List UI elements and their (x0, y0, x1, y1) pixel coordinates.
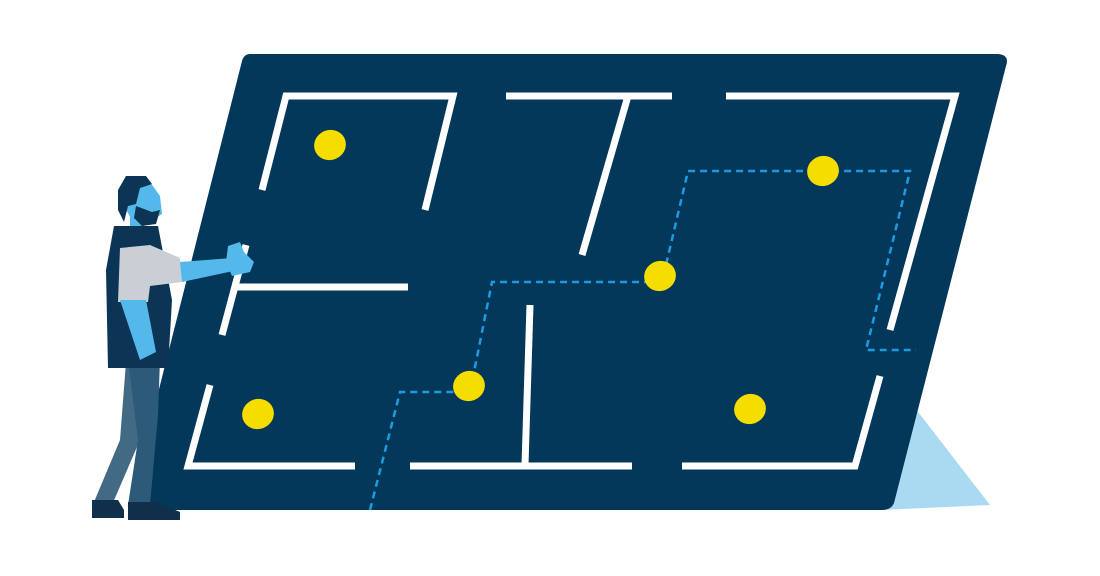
person-hand (226, 242, 254, 276)
maze-wall (578, 95, 632, 256)
maze-wall (183, 384, 355, 470)
token-icon (314, 129, 346, 161)
maze-wall (521, 304, 534, 466)
tokens (242, 129, 839, 430)
person-beard (134, 206, 160, 226)
person-hair (118, 176, 152, 222)
maze-wall (682, 375, 884, 470)
person-figure-icon (92, 176, 254, 520)
person-shoe (128, 502, 180, 520)
maze-wall (726, 92, 960, 331)
person-shirt-sleeve (118, 245, 182, 302)
token-icon (453, 370, 485, 402)
token-icon (644, 260, 676, 292)
person-arm-front (180, 258, 238, 282)
person-shoe (92, 500, 124, 518)
person-arm-back (120, 300, 156, 360)
maze-wall (258, 92, 458, 211)
person-leg-front (94, 362, 148, 505)
maze-board (130, 54, 1008, 510)
token-icon (242, 398, 274, 430)
token-icon (807, 155, 839, 187)
token-icon (734, 393, 766, 425)
